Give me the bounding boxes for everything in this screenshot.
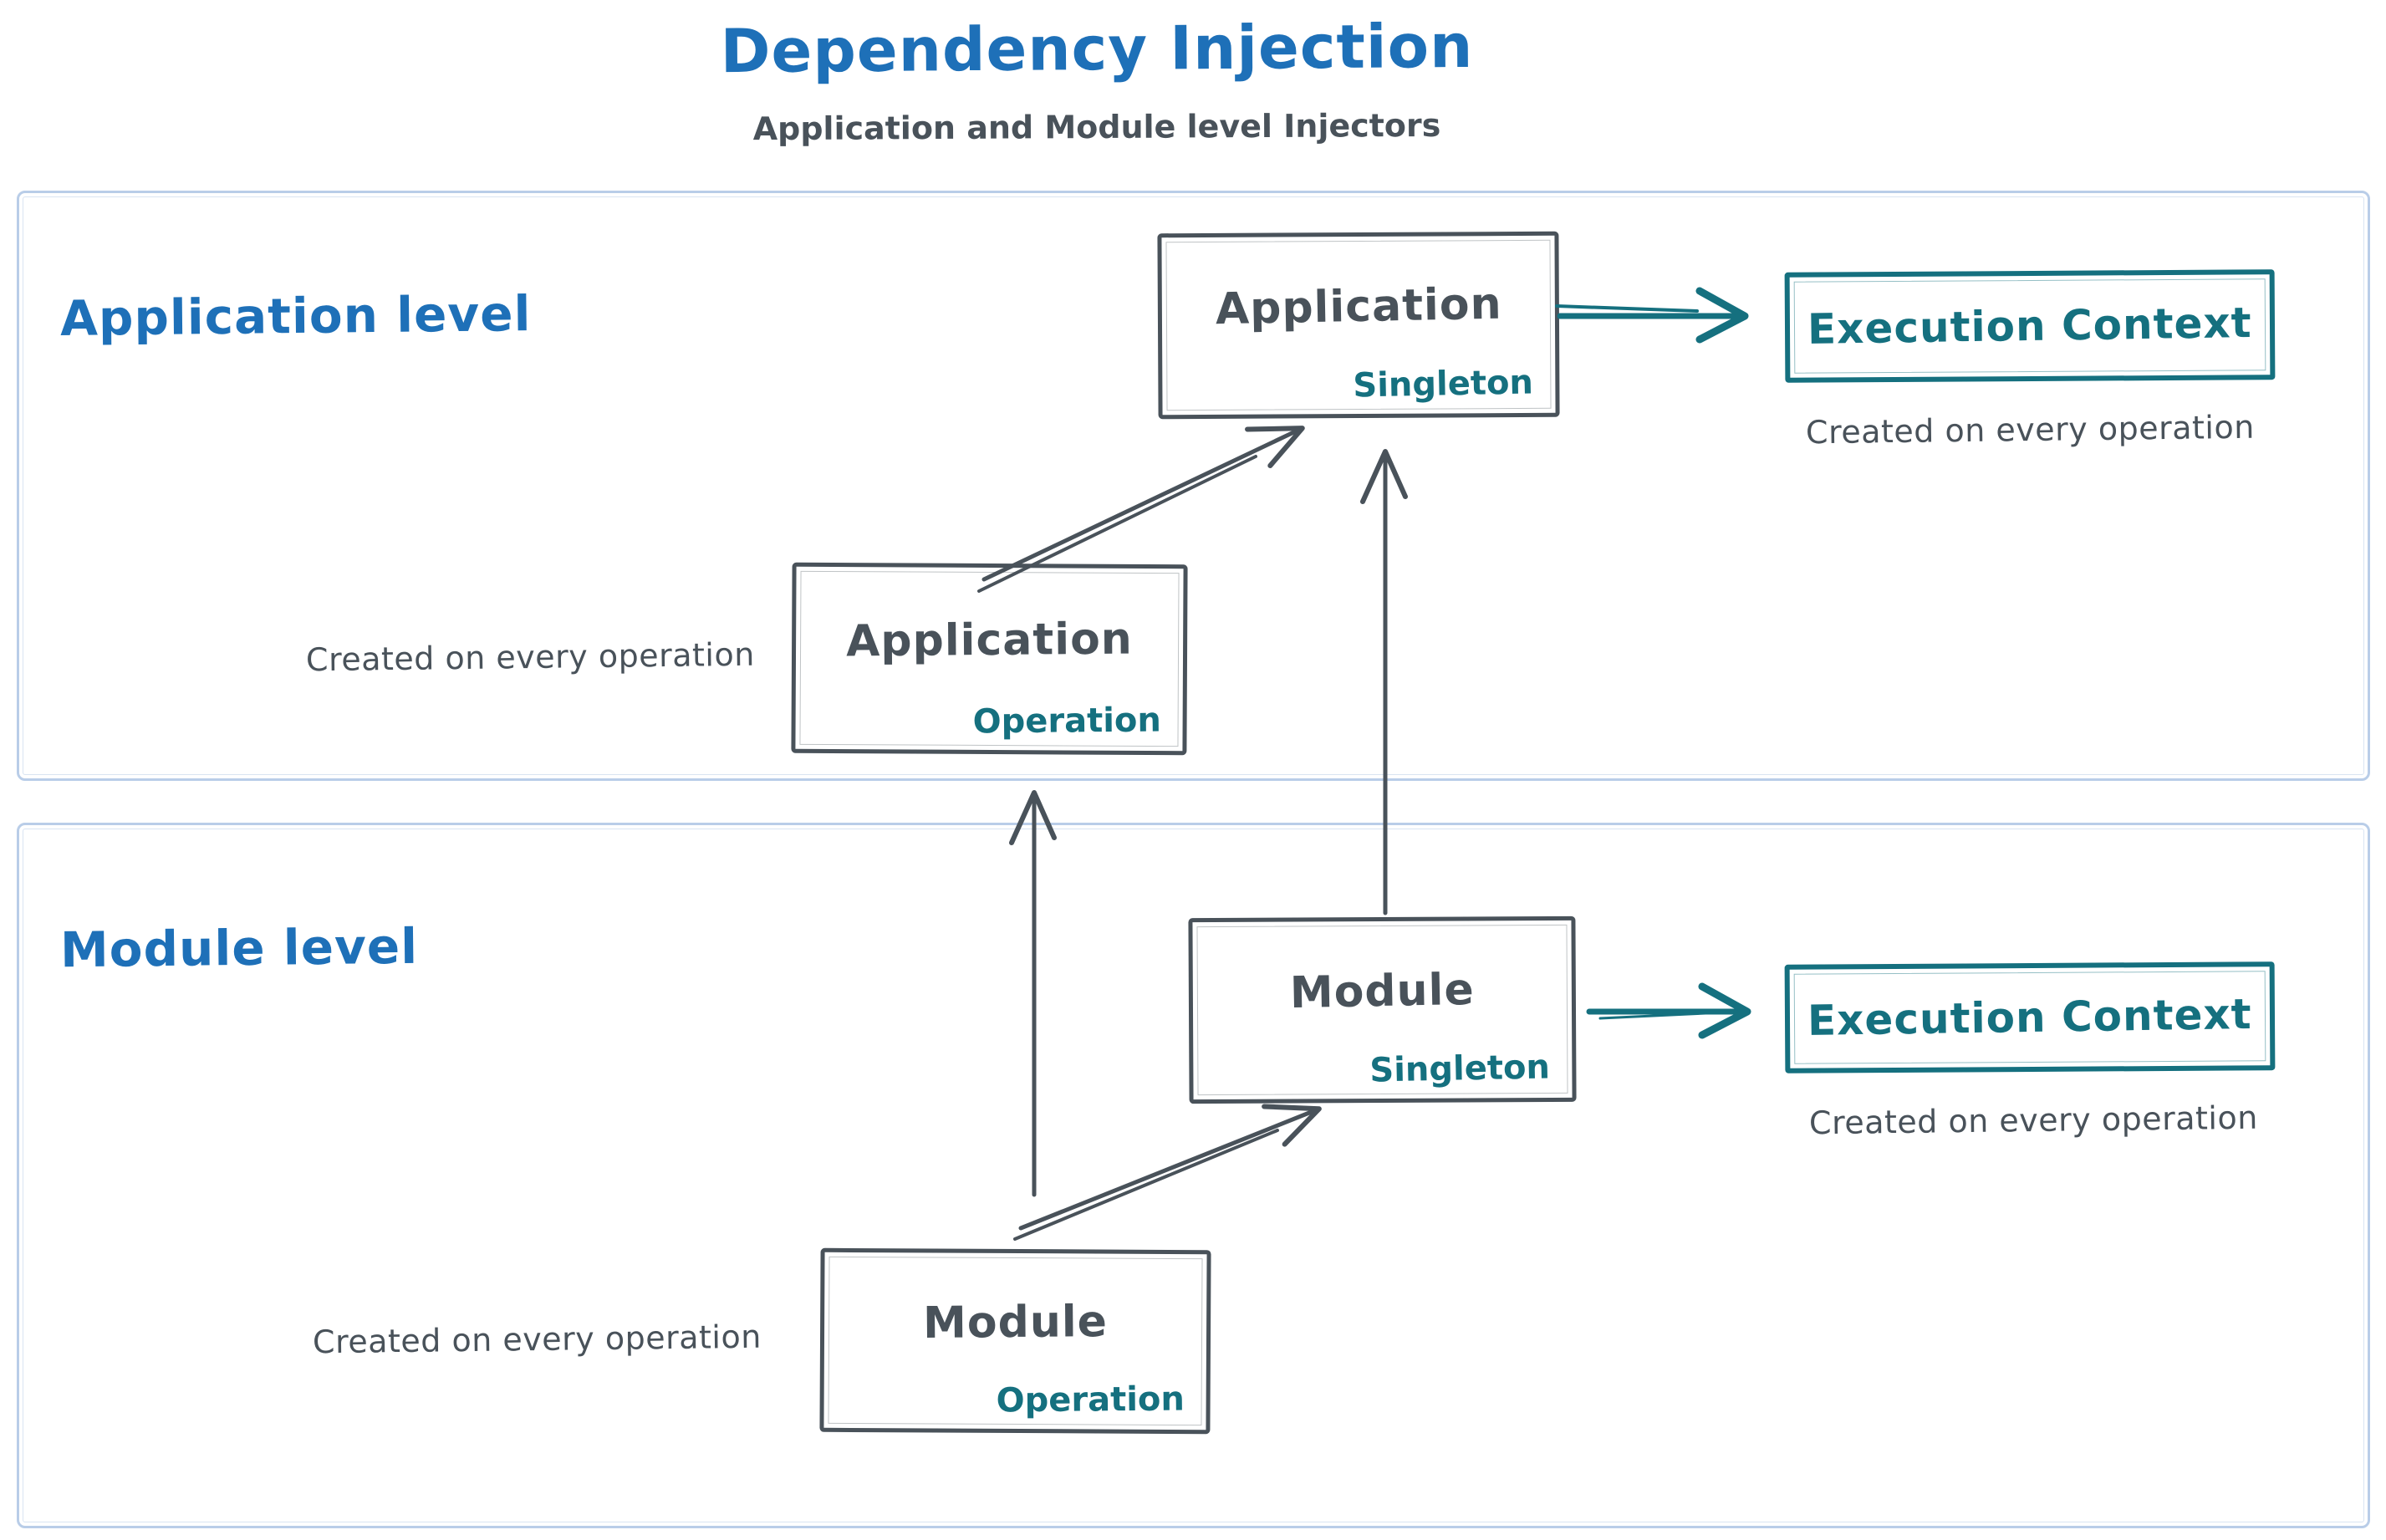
application-operation-scope: Operation bbox=[972, 701, 1161, 742]
application-singleton-title: Application bbox=[1214, 278, 1502, 335]
application-execution-context-caption: Created on every operation bbox=[1805, 408, 2256, 451]
application-operation-caption: Created on every operation bbox=[305, 635, 756, 679]
module-execution-context-title: Execution Context bbox=[1807, 990, 2253, 1045]
module-singleton-scope: Singleton bbox=[1369, 1048, 1551, 1090]
application-level-label: Application level bbox=[59, 285, 532, 347]
module-level-container bbox=[17, 823, 2370, 1528]
application-execution-context-title: Execution Context bbox=[1807, 298, 2253, 354]
application-operation-title: Application bbox=[846, 614, 1134, 667]
diagram-subtitle: Application and Module level Injectors bbox=[752, 106, 1441, 148]
application-singleton-box: Application Singleton bbox=[1157, 231, 1560, 420]
module-singleton-title: Module bbox=[1289, 964, 1476, 1019]
module-operation-scope: Operation bbox=[996, 1379, 1185, 1420]
module-operation-box: Module Operation bbox=[819, 1247, 1211, 1435]
diagram-title: Dependency Injection bbox=[720, 10, 1474, 87]
module-singleton-box: Module Singleton bbox=[1188, 915, 1577, 1104]
application-execution-context-box: Execution Context bbox=[1784, 269, 2276, 383]
module-operation-title: Module bbox=[922, 1297, 1109, 1349]
module-execution-context-caption: Created on every operation bbox=[1808, 1099, 2259, 1142]
application-singleton-scope: Singleton bbox=[1353, 363, 1534, 405]
application-level-container bbox=[17, 191, 2370, 781]
module-execution-context-box: Execution Context bbox=[1784, 961, 2276, 1073]
application-operation-box: Application Operation bbox=[791, 562, 1188, 756]
module-operation-caption: Created on every operation bbox=[312, 1318, 762, 1361]
module-level-label: Module level bbox=[59, 917, 419, 979]
